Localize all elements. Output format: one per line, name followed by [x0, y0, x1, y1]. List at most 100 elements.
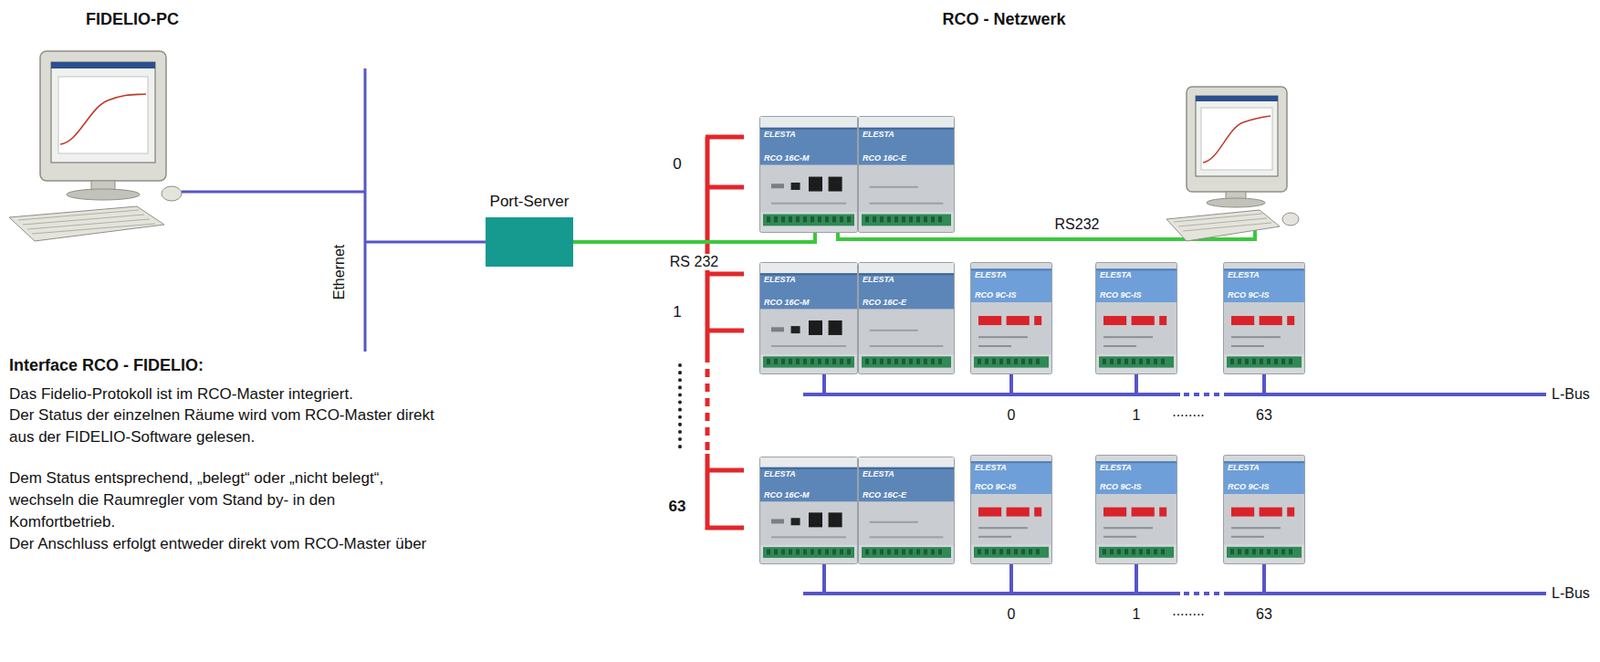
address-number: 0	[672, 155, 681, 174]
rj-port	[828, 177, 843, 192]
body-text: Das Fidelio-Protokoll ist im RCO-Master …	[9, 383, 557, 406]
module-housing	[1223, 262, 1306, 375]
print-line	[978, 345, 1012, 347]
terminal-strip	[763, 355, 855, 367]
rco-bus-gap	[705, 354, 711, 454]
print-line	[978, 535, 1012, 538]
dip-switch	[1006, 507, 1030, 517]
print-line	[978, 335, 1028, 338]
module-band-edge	[1096, 460, 1177, 463]
terminal-screw	[1021, 548, 1025, 555]
l-bus-drop	[822, 564, 827, 594]
room-controller-module: ELESTARCO 9C-IS	[970, 261, 1053, 375]
terminal-screw	[1117, 358, 1121, 365]
module-band-edge	[858, 272, 954, 275]
address-number: 63	[669, 497, 687, 516]
dip-switch	[1103, 507, 1127, 517]
module-housing	[858, 262, 955, 375]
dip-switch	[1286, 315, 1295, 325]
dip-switch	[1006, 315, 1030, 325]
terminal-screw	[1230, 548, 1234, 555]
terminal-screw	[872, 548, 877, 555]
module-band-edge	[760, 127, 858, 130]
room-controller-module: ELESTARCO 9C-IS	[970, 454, 1053, 565]
terminal-strip	[861, 546, 952, 558]
dip-switch	[1286, 507, 1295, 517]
label-anchor: Der Status der einzelnen Räume wird vom …	[9, 404, 446, 449]
print-line	[1231, 345, 1265, 347]
module-housing	[858, 457, 955, 565]
print-line	[869, 329, 919, 332]
brand-label: ELESTA	[974, 270, 1007, 281]
monitor-base	[66, 188, 140, 200]
rco-bus-stub	[705, 525, 744, 531]
rs232-connector	[573, 232, 816, 242]
terminal-screw	[1259, 358, 1264, 365]
ellipsis: ........	[1171, 402, 1205, 420]
keyboard-keys	[1173, 213, 1272, 231]
terminal-screw	[1237, 548, 1242, 555]
extension-module: ELESTARCO 16C-E	[857, 115, 955, 233]
terminal-screw	[872, 216, 877, 222]
ethernet-wire	[365, 240, 486, 244]
dip-switch	[1103, 315, 1127, 325]
continuation-dots	[678, 365, 682, 450]
terminal-screw	[1006, 548, 1011, 555]
terminal-screw	[1021, 358, 1025, 365]
label-anchor: ........	[1171, 402, 1205, 420]
module-label-band	[858, 467, 954, 502]
terminal-screw	[781, 216, 785, 222]
brand-label: ELESTA	[763, 469, 796, 480]
terminal-screw	[817, 216, 822, 222]
rco-bus-stub	[705, 135, 744, 140]
terminal-strip	[1098, 546, 1174, 558]
terminal-strip	[861, 214, 952, 227]
terminal-screw	[930, 216, 935, 222]
l-bus-drop	[1009, 374, 1014, 395]
dip-switch	[1259, 507, 1283, 517]
module-top	[760, 262, 858, 273]
node-heading: Port-Server	[490, 192, 570, 211]
label-anchor: 1	[1132, 605, 1141, 623]
module-band-edge	[971, 460, 1052, 463]
rco-bus	[705, 453, 711, 530]
rj-port	[808, 177, 823, 192]
l-bus-drop	[822, 374, 827, 395]
terminal-screw	[1153, 548, 1158, 555]
module-face	[1096, 302, 1177, 355]
label-anchor: L-Bus	[1551, 385, 1590, 403]
terminal-strip	[861, 355, 952, 367]
module-face	[858, 501, 954, 545]
terminal-screw	[766, 216, 771, 222]
label-anchor: 1	[672, 303, 681, 322]
l-bus-drop	[1262, 374, 1266, 395]
module-band-edge	[1223, 460, 1305, 463]
label-anchor: RCO - Netzwerk	[941, 10, 1066, 31]
section-heading: RCO - Netzwerk	[941, 10, 1066, 31]
terminal-screw	[795, 358, 800, 365]
module-top	[760, 457, 858, 468]
module-face	[1096, 493, 1177, 544]
module-face	[971, 493, 1052, 544]
terminal-screw	[977, 548, 982, 555]
terminal-screw	[803, 216, 807, 222]
section-heading: FIDELIO-PC	[85, 10, 179, 31]
label-anchor: 0	[1007, 406, 1016, 424]
module-band-edge	[858, 467, 954, 470]
terminal-screw	[909, 358, 913, 365]
l-bus-drop	[1009, 564, 1014, 594]
terminal-screw	[1028, 548, 1033, 555]
address-number: 1	[1132, 406, 1141, 424]
dip-switch	[978, 507, 1002, 517]
terminal-screw	[1109, 548, 1114, 555]
label-anchor: 0	[1007, 605, 1016, 623]
brand-label: ELESTA	[1227, 462, 1260, 473]
terminal-screw	[1266, 548, 1271, 555]
keyboard	[9, 206, 165, 241]
body-text: Der Status der einzelnen Räume wird vom …	[9, 404, 446, 449]
module-housing	[760, 116, 858, 233]
body-text: Dem Status entsprechend, „belegt“ oder „…	[9, 467, 446, 534]
module-band-edge	[760, 467, 858, 470]
model-label: RCO 16C-M	[763, 297, 810, 308]
terminal-screw	[1109, 358, 1114, 365]
